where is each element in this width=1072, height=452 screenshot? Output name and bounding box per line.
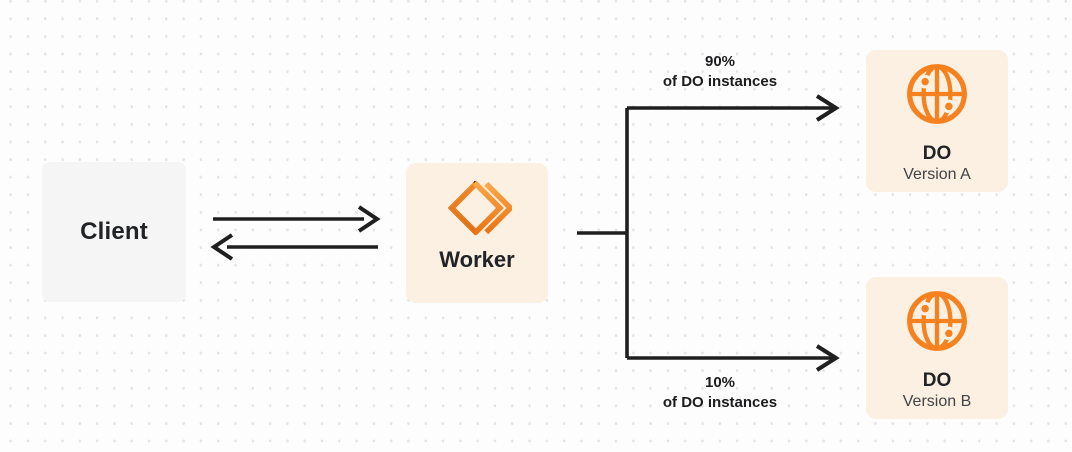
do-a-subtitle: Version A: [903, 166, 971, 183]
durable-object-globe-icon: [907, 291, 967, 351]
durable-object-globe-icon: [907, 64, 967, 124]
arrowhead-to-version-a: [815, 94, 840, 122]
label-90-line2: of DO instances: [662, 73, 778, 90]
worker-label: Worker: [439, 247, 515, 272]
arrow-worker-to-client: [210, 233, 378, 261]
do-b-title: DO: [922, 370, 952, 391]
node-do-version-b: DO Version B: [866, 277, 1008, 419]
label-10-percent: 10% of DO instances: [610, 373, 830, 413]
label-90-line1: 90%: [704, 53, 736, 70]
cloudflare-workers-icon: [447, 180, 512, 236]
label-90-percent: 90% of DO instances: [610, 52, 830, 92]
do-b-subtitle: Version B: [902, 393, 972, 410]
node-do-version-a: DO Version A: [866, 50, 1008, 192]
branch-lines: [577, 94, 840, 372]
do-a-title: DO: [922, 143, 952, 164]
node-worker: Worker: [406, 163, 548, 303]
arrow-client-to-worker: [213, 205, 381, 233]
client-label: Client: [80, 218, 148, 245]
label-10-line1: 10%: [704, 374, 736, 391]
arrowhead-to-version-b: [815, 344, 840, 372]
node-client: Client: [42, 162, 186, 302]
label-10-line2: of DO instances: [662, 394, 778, 411]
